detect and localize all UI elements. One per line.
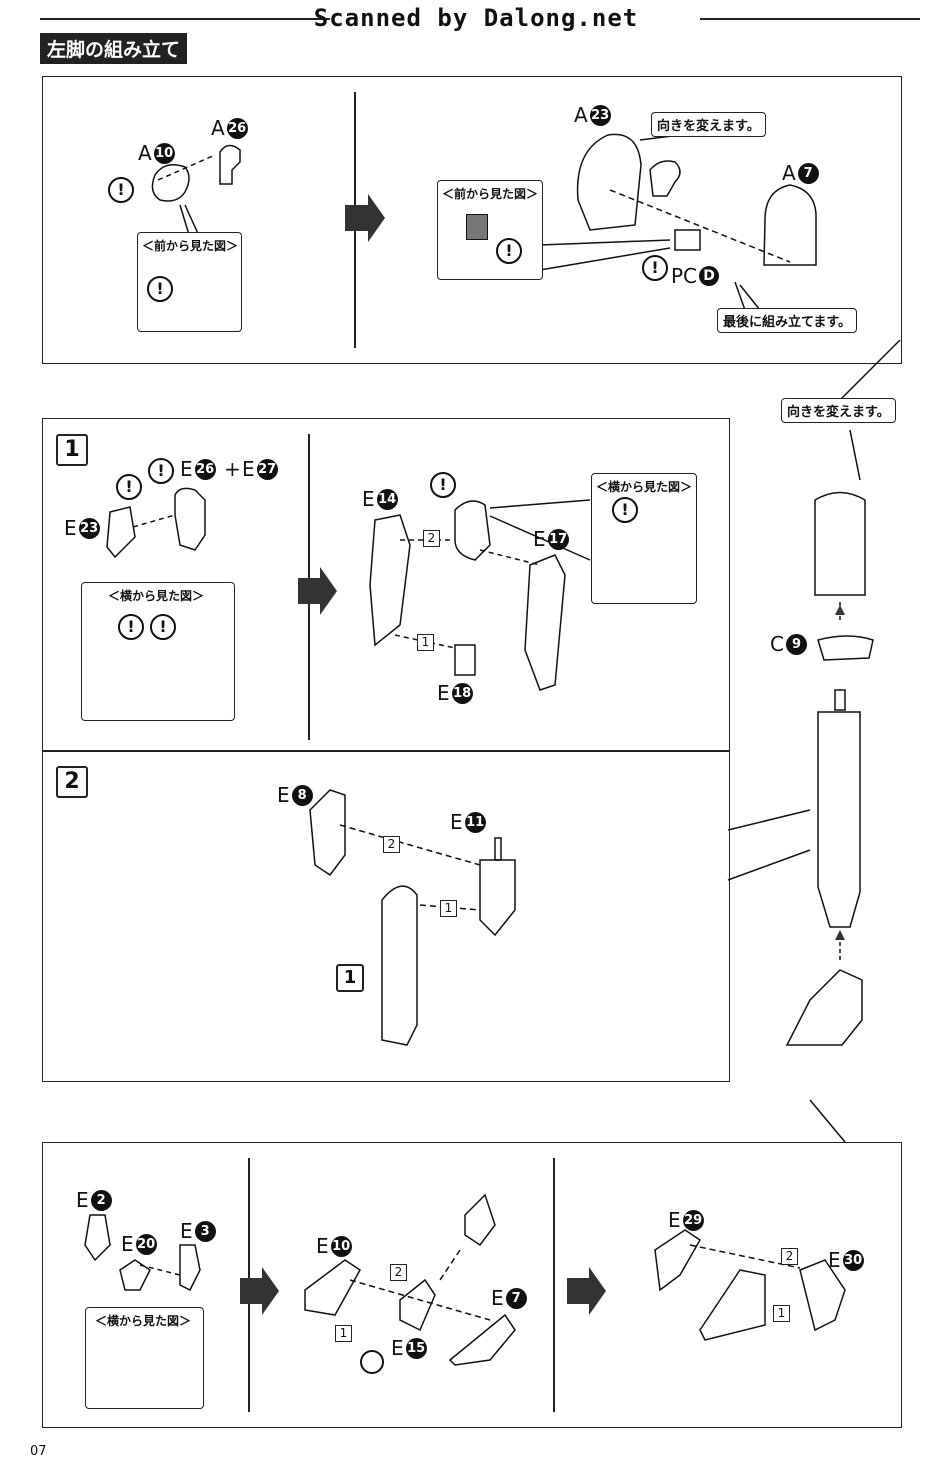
panel-bottom-divider-2 bbox=[553, 1158, 555, 1412]
view-box-side-c bbox=[85, 1307, 204, 1409]
panel-top bbox=[42, 76, 902, 364]
part-a10 bbox=[151, 164, 190, 202]
plus-sign: + bbox=[224, 457, 241, 481]
note-change-direction: 向きを変えます。 bbox=[781, 398, 896, 423]
view-title: ＜前から見た図＞ bbox=[142, 239, 239, 253]
header-rule-left bbox=[40, 18, 330, 20]
order-mark: 2 bbox=[781, 1248, 798, 1265]
view-title: ＜横から見た図＞ bbox=[95, 1314, 192, 1328]
warning-icon: ! bbox=[496, 238, 522, 264]
order-mark: 2 bbox=[423, 530, 440, 547]
page-number: 07 bbox=[30, 1444, 47, 1459]
warning-icon: ! bbox=[430, 472, 456, 498]
order-mark: 1 bbox=[773, 1305, 790, 1322]
step-ref-1: 1 bbox=[336, 964, 364, 992]
view-box-side-b bbox=[591, 473, 697, 604]
note-change-direction: 向きを変えます。 bbox=[651, 112, 766, 137]
order-mark: 2 bbox=[383, 836, 400, 853]
view-box-front-b bbox=[437, 180, 543, 280]
warning-icon: ! bbox=[118, 614, 144, 640]
note-assemble-last: 最後に組み立てます。 bbox=[717, 308, 858, 333]
view-title: ＜横から見た図＞ bbox=[108, 589, 205, 603]
view-box-side-a bbox=[81, 582, 235, 721]
warning-icon: ! bbox=[116, 474, 142, 500]
warning-icon: ! bbox=[147, 276, 173, 302]
attention-icon bbox=[360, 1350, 384, 1374]
warning-icon: ! bbox=[642, 255, 668, 281]
warning-icon: ! bbox=[612, 497, 638, 523]
order-mark: 1 bbox=[335, 1325, 352, 1342]
panel-step1 bbox=[42, 418, 730, 752]
panel-bottom bbox=[42, 1142, 902, 1428]
order-mark: 2 bbox=[390, 1264, 407, 1281]
step-number: 2 bbox=[56, 766, 88, 798]
section-title: 左脚の組み立て bbox=[40, 33, 188, 64]
step-number: 1 bbox=[56, 434, 88, 466]
warning-icon: ! bbox=[148, 458, 174, 484]
panel-step2 bbox=[42, 750, 730, 1082]
order-mark: 1 bbox=[440, 900, 457, 917]
warning-icon: ! bbox=[108, 177, 134, 203]
order-mark: 1 bbox=[417, 634, 434, 651]
view-title: ＜前から見た図＞ bbox=[442, 187, 539, 201]
view-title: ＜横から見た図＞ bbox=[596, 480, 693, 494]
warning-icon: ! bbox=[150, 614, 176, 640]
header-rule-right bbox=[700, 18, 920, 20]
watermark-text: Scanned by Dalong.net bbox=[313, 4, 639, 32]
polycap-icon bbox=[466, 214, 488, 240]
